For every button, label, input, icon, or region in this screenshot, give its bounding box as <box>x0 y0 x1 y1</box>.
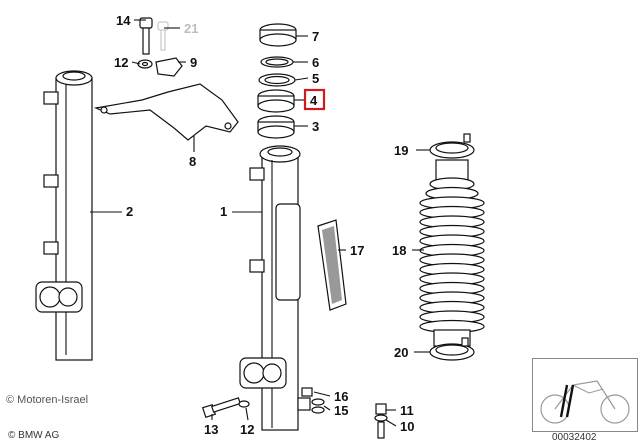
washer-12-left <box>137 59 153 69</box>
callout-17: 17 <box>350 243 364 258</box>
clamp-19 <box>429 133 475 159</box>
callout-10: 10 <box>400 419 414 434</box>
leader-lines <box>90 19 430 427</box>
callout-4-highlight <box>303 88 326 111</box>
left-fork-tube <box>35 70 93 361</box>
diagram-number: 00032402 <box>552 432 597 443</box>
callout-4: 4 <box>310 93 318 108</box>
callout-12-bottom: 12 <box>240 422 254 437</box>
callout-13: 13 <box>204 422 218 437</box>
callout-2: 2 <box>126 204 133 219</box>
motorcycle-thumbnail <box>532 358 638 432</box>
callout-11: 11 <box>400 403 414 418</box>
callout-14: 14 <box>116 13 131 28</box>
callout-6: 6 <box>312 55 319 70</box>
bolt-16 <box>301 387 325 414</box>
callout-21: 21 <box>184 21 198 36</box>
callout-20: 20 <box>394 345 408 360</box>
callout-16: 16 <box>334 389 348 404</box>
callout-18: 18 <box>392 243 406 258</box>
callout-1: 1 <box>220 204 227 219</box>
seal-stack <box>257 23 297 139</box>
callout-7: 7 <box>312 29 319 44</box>
bolt-13 <box>201 397 241 419</box>
reflector-17 <box>317 219 347 311</box>
callout-19: 19 <box>394 143 408 158</box>
washer-12-bottom <box>238 400 250 408</box>
callout-12-top: 12 <box>114 55 128 70</box>
fork-brace <box>93 83 239 141</box>
brand-text: © BMW AG <box>8 430 60 441</box>
callout-labels: 14 21 12 9 8 2 1 7 6 5 4 3 17 19 18 20 1… <box>114 13 414 437</box>
bolt-21 <box>157 21 169 51</box>
callout-15: 15 <box>334 403 348 418</box>
callout-3: 3 <box>312 119 319 134</box>
bolt-11 <box>374 403 388 439</box>
rubber-gaiter <box>419 159 485 347</box>
clamp-20 <box>429 337 475 361</box>
callout-9: 9 <box>190 55 197 70</box>
clip-9 <box>155 57 183 77</box>
bolt-14 <box>139 17 153 55</box>
callout-8: 8 <box>189 154 196 169</box>
callout-5: 5 <box>312 71 319 86</box>
right-fork-tube <box>239 145 311 431</box>
gaiter-neck <box>435 159 469 181</box>
copyright-text: © Motoren-Israel <box>6 394 89 406</box>
